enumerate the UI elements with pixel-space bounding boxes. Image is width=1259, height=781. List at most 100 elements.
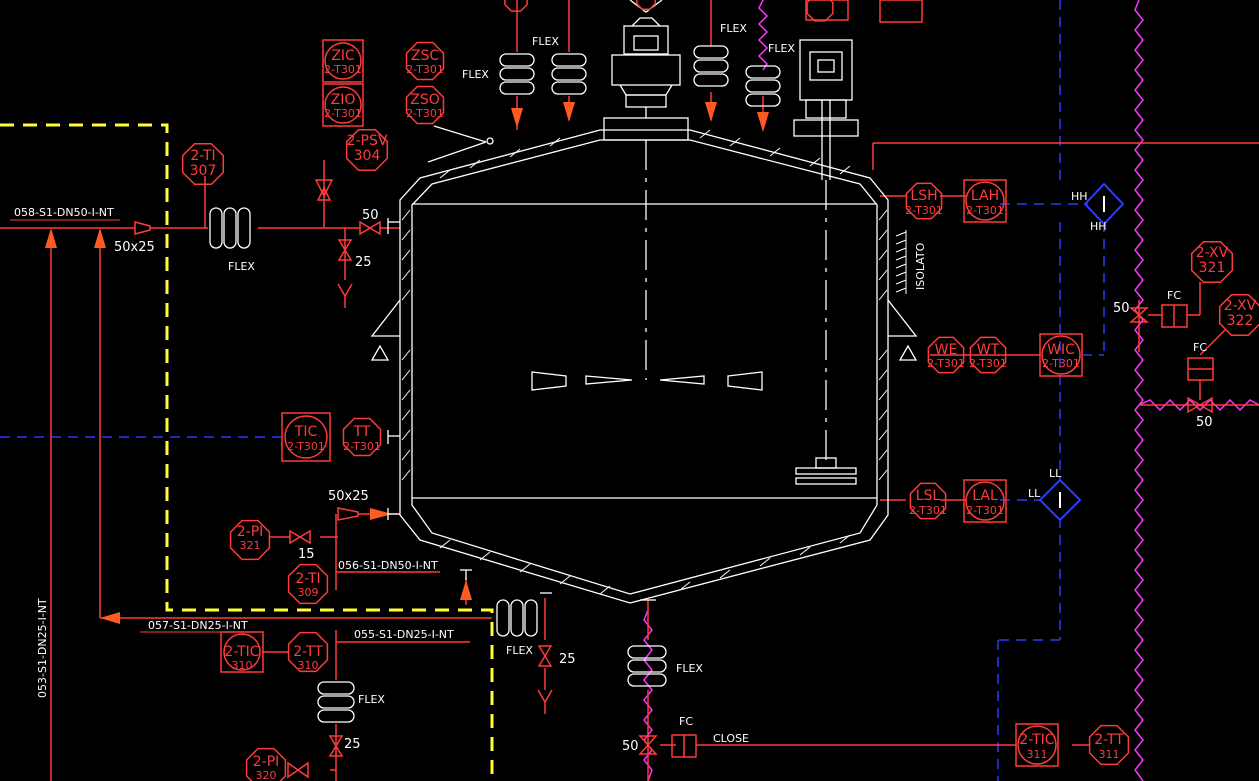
ll-label-top: LL bbox=[1049, 467, 1062, 480]
flex-label-bottom2: FLEX bbox=[676, 662, 703, 675]
lal-tag: LAL bbox=[972, 488, 998, 504]
instrument-lah[interactable]: LAH 2-T301 bbox=[966, 188, 1004, 217]
actuators bbox=[671, 304, 1214, 758]
instrument-octagon bbox=[181, 142, 225, 186]
zic-loop: 2-T301 bbox=[324, 63, 362, 76]
line-056-label: 056-S1-DN50-I-NT bbox=[338, 559, 438, 572]
ti309-loop: 309 bbox=[298, 586, 319, 599]
tic310-tag: 2-TIC bbox=[224, 644, 259, 660]
instrument-tt311[interactable]: 2-TT 311 bbox=[1094, 732, 1124, 761]
reducer-50x25-bottom: 50x25 bbox=[328, 489, 369, 504]
instrument-octagon bbox=[229, 519, 271, 561]
instrument-octagon bbox=[1218, 293, 1259, 337]
instrument-wt[interactable]: WT 2-T301 bbox=[969, 342, 1007, 370]
instrument-octagons bbox=[181, 0, 1259, 781]
instrument-octagon bbox=[504, 0, 528, 12]
valve-size-50-inlet: 50 bbox=[362, 208, 379, 223]
flex-label-top2: FLEX bbox=[532, 35, 559, 48]
zic-tag: ZIC bbox=[331, 48, 355, 64]
pi321-loop: 321 bbox=[240, 539, 261, 552]
line-057-label: 057-S1-DN25-I-NT bbox=[148, 619, 248, 632]
lsh-loop: 2-T301 bbox=[905, 204, 943, 217]
instrument-octagon bbox=[405, 85, 445, 125]
instrument-octagon bbox=[969, 336, 1007, 374]
we-loop: 2-T301 bbox=[927, 357, 965, 370]
instrument-lsh[interactable]: LSH 2-T301 bbox=[905, 188, 943, 217]
instrument-xv322[interactable]: 2-XV 322 bbox=[1224, 298, 1257, 329]
level-switches bbox=[1038, 182, 1125, 522]
instrument-octagon bbox=[287, 631, 329, 673]
fc-label-xv321: FC bbox=[1167, 289, 1181, 302]
instrument-pi320[interactable]: 2-PI 320 bbox=[253, 754, 280, 781]
xv321-loop: 321 bbox=[1199, 260, 1226, 276]
package-boundary bbox=[0, 123, 494, 781]
instrument-tic-t301[interactable]: TIC 2-T301 bbox=[287, 424, 325, 453]
tic-t301-tag: TIC bbox=[294, 424, 318, 440]
hh-label-top: HH bbox=[1071, 190, 1088, 203]
lsl-tag: LSL bbox=[916, 488, 941, 504]
lal-loop: 2-T301 bbox=[966, 504, 1004, 517]
ti307-tag: 2-TI bbox=[190, 148, 215, 164]
instrument-ti307[interactable]: 2-TI 307 bbox=[190, 148, 217, 179]
pi320-loop: 320 bbox=[256, 769, 277, 781]
wt-tag: WT bbox=[977, 342, 1000, 358]
valves bbox=[134, 179, 1213, 779]
instrument-zic[interactable]: ZIC 2-T301 bbox=[324, 48, 362, 76]
signal-lines bbox=[0, 0, 1105, 781]
instrument-xv321[interactable]: 2-XV 321 bbox=[1196, 245, 1229, 276]
reducer-50x25-top: 50x25 bbox=[114, 240, 155, 255]
instrument-psv304[interactable]: 2-PSV 304 bbox=[347, 133, 388, 164]
instrument-lsl[interactable]: LSL 2-T301 bbox=[909, 488, 947, 517]
pi320-tag: 2-PI bbox=[253, 754, 280, 770]
psv304-loop: 304 bbox=[354, 148, 381, 164]
instrument-wic[interactable]: WIC 2-T301 bbox=[1042, 342, 1080, 370]
psv304-tag: 2-PSV bbox=[347, 133, 388, 149]
tic310-loop: 310 bbox=[232, 659, 253, 672]
flex-label-bottom3: FLEX bbox=[358, 693, 385, 706]
instrument-pi321[interactable]: 2-PI 321 bbox=[237, 524, 264, 552]
zso-loop: 2-T301 bbox=[406, 107, 444, 120]
tt-t301-tag: TT bbox=[353, 424, 371, 440]
line-053-label: 053-S1-DN25-I-NT bbox=[36, 598, 49, 698]
fc-label-xv322: FC bbox=[1193, 341, 1207, 354]
instrument-lal[interactable]: LAL 2-T301 bbox=[966, 488, 1004, 517]
instrument-octagon bbox=[245, 747, 287, 781]
lah-tag: LAH bbox=[971, 188, 999, 204]
valve-size-50-outlet: 50 bbox=[622, 739, 639, 754]
instrument-tt-t301[interactable]: TT 2-T301 bbox=[343, 424, 381, 453]
lsl-loop: 2-T301 bbox=[909, 504, 947, 517]
valve-size-25-tic310: 25 bbox=[344, 737, 361, 752]
instrument-octagon bbox=[287, 563, 329, 605]
valve-size-50-xv322: 50 bbox=[1196, 415, 1213, 430]
hh-label-bottom: HH bbox=[1090, 220, 1107, 233]
zsc-loop: 2-T301 bbox=[406, 63, 444, 76]
flow-arrows bbox=[45, 102, 769, 624]
instrument-octagon bbox=[345, 128, 389, 172]
instrument-tic310[interactable]: 2-TIC 310 bbox=[224, 644, 259, 672]
fc-label-outlet: FC bbox=[679, 715, 693, 728]
valve-size-25-drain: 25 bbox=[355, 255, 372, 270]
instrument-ti309[interactable]: 2-TI 309 bbox=[295, 571, 320, 599]
instrument-octagon bbox=[909, 482, 947, 520]
instrument-octagon bbox=[342, 417, 382, 457]
instrument-zsc[interactable]: ZSC 2-T301 bbox=[406, 48, 444, 76]
line-055-label: 055-S1-DN25-I-NT bbox=[354, 628, 454, 641]
flex-label-top3: FLEX bbox=[720, 22, 747, 35]
tt311-loop: 311 bbox=[1099, 748, 1120, 761]
instrument-octagon bbox=[1088, 724, 1130, 766]
xv322-tag: 2-XV bbox=[1224, 298, 1257, 314]
instrument-zso[interactable]: ZSO 2-T301 bbox=[406, 92, 444, 120]
tt311-tag: 2-TT bbox=[1094, 732, 1124, 748]
zio-tag: ZIO bbox=[331, 92, 356, 108]
lsh-tag: LSH bbox=[910, 188, 937, 204]
instrument-tic311[interactable]: 2-TIC 311 bbox=[1019, 732, 1054, 761]
instrument-zio[interactable]: ZIO 2-T301 bbox=[324, 92, 362, 120]
instrument-octagon bbox=[636, 0, 656, 10]
instrument-we[interactable]: WE 2-T301 bbox=[927, 342, 965, 370]
lah-loop: 2-T301 bbox=[966, 204, 1004, 217]
instrument-octagon bbox=[905, 182, 943, 220]
flex-hoses bbox=[209, 45, 781, 723]
instrument-tt310[interactable]: 2-TT 310 bbox=[293, 644, 323, 672]
we-tag: WE bbox=[935, 342, 958, 358]
